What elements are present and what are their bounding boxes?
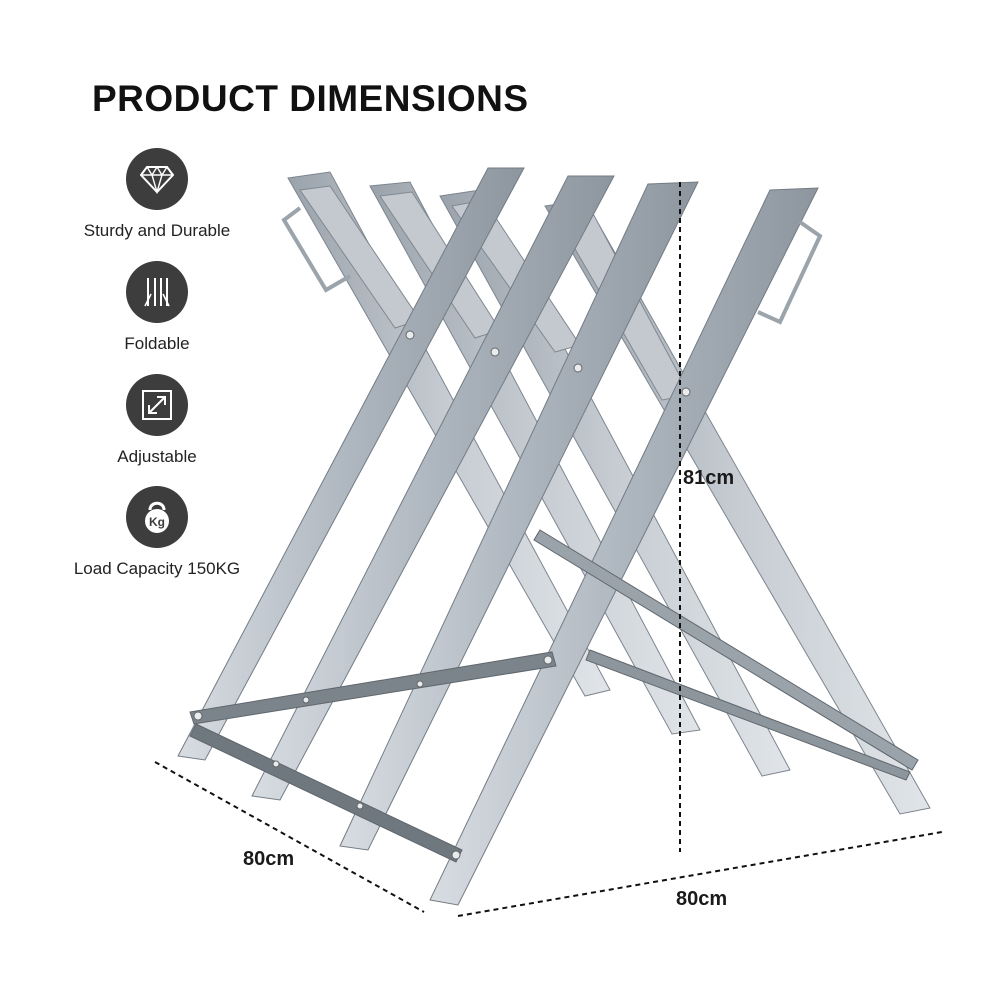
cross-braces xyxy=(189,529,919,863)
depth-dimension-line xyxy=(154,761,425,913)
diamond-icon xyxy=(126,148,188,210)
feature-label: Sturdy and Durable xyxy=(83,221,231,240)
feature-adjustable: Adjustable xyxy=(37,374,277,467)
bolts xyxy=(193,330,691,860)
feature-label: Adjustable xyxy=(117,447,197,466)
resize-arrow-icon xyxy=(126,374,188,436)
dimension-lines xyxy=(154,182,943,917)
fold-icon xyxy=(126,261,188,323)
width-dimension-line xyxy=(457,831,943,917)
page-title: PRODUCT DIMENSIONS xyxy=(92,78,529,119)
feature-load-capacity: Kg Load Capacity 150KG xyxy=(37,486,277,579)
kettlebell-icon: Kg xyxy=(126,486,188,548)
feature-foldable: Foldable xyxy=(37,261,277,354)
carry-handles xyxy=(281,206,823,325)
feature-sturdy: Sturdy and Durable xyxy=(37,148,277,241)
feature-label: Foldable xyxy=(124,334,190,353)
width-dimension-label: 80cm xyxy=(676,888,728,910)
feature-label: Load Capacity 150KG xyxy=(73,559,241,578)
depth-dimension-label: 80cm xyxy=(243,848,295,870)
kettlebell-label: Kg xyxy=(149,515,165,529)
height-dimension-label: 81cm xyxy=(683,467,735,489)
